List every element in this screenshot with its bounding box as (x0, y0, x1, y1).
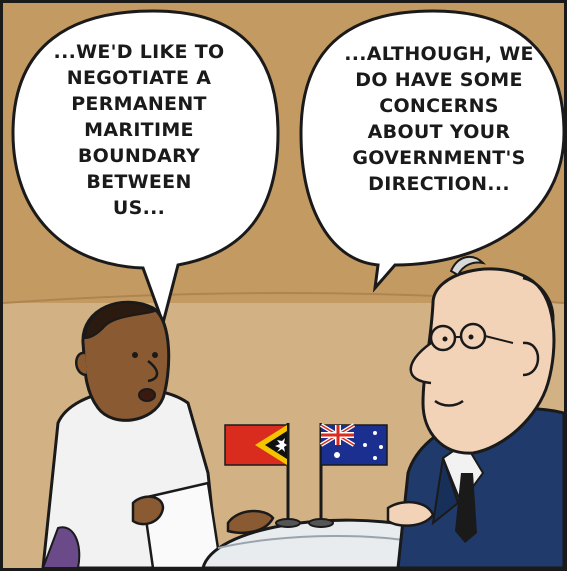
right-speech-bubble (299, 9, 564, 293)
left-character (41, 300, 275, 568)
right-speech-text: ...Although, we do have some concerns ab… (344, 43, 534, 195)
right-character-head (421, 267, 556, 455)
left-speech-bubble (11, 9, 280, 329)
timor-leste-flag (224, 424, 288, 466)
australia-flag (319, 423, 388, 466)
comic-scene (3, 3, 564, 568)
left-speech-text: ...We'd like to negotiate a permanent ma… (53, 41, 225, 219)
right-character (386, 255, 564, 568)
